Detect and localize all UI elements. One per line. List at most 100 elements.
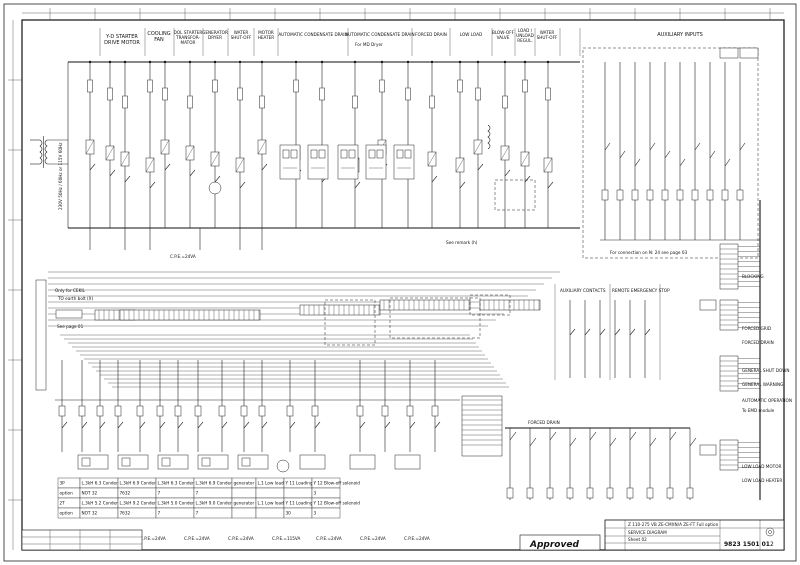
aux-input-terminal: [646, 189, 654, 201]
terminal-strip: [299, 304, 381, 316]
forced-drain-coil: [526, 487, 534, 499]
switch-contact: [124, 175, 131, 183]
junction-dot: [108, 60, 112, 64]
terminal: [240, 405, 248, 417]
solenoid-coil: [241, 457, 251, 467]
table-cell: [311, 487, 341, 499]
terminal: [194, 405, 202, 417]
aux-input-contact: [619, 150, 626, 159]
table-cell-text: 7: [158, 491, 161, 496]
pcb-module: [461, 395, 503, 457]
coil-diagonal: [473, 139, 483, 155]
switch-contact: [431, 175, 438, 183]
table-cell-text: option: [60, 511, 74, 516]
junction-dot: [213, 60, 217, 64]
junction-dot: [406, 60, 410, 64]
aux-input-terminal: [736, 189, 744, 201]
terminal: [311, 405, 319, 417]
fuse: [212, 79, 218, 93]
aux-contact: [584, 328, 591, 336]
column-headers: Y-D STARTER DRIVE MOTOR COOLING FAN DOL …: [104, 28, 703, 47]
aux-input-contact: [634, 158, 641, 167]
coil-diagonal: [543, 157, 553, 173]
fuse: [107, 87, 113, 101]
contact: [221, 421, 228, 429]
aux-input-contact: [709, 150, 716, 159]
contact: [139, 421, 146, 429]
aux-input-terminal: [601, 189, 609, 201]
option-box: [389, 297, 481, 339]
drain-led: [396, 149, 404, 159]
contact: [99, 421, 106, 429]
hdr-motorheater-2: HEATER: [258, 35, 275, 40]
terminal: [258, 405, 266, 417]
contact: [384, 421, 391, 429]
table-cell-text: Y 12 Blow-off solenoid: [313, 481, 361, 486]
lbl-to-emd: To EMD module: [741, 408, 775, 413]
coil-diagonal: [257, 139, 267, 155]
aux-input-contact: [649, 142, 656, 151]
cpe-upper: C.P.E.=24VA: [170, 254, 196, 259]
tb-sheet: Sheet 02: [628, 537, 647, 542]
fuse: [379, 79, 385, 93]
fuse: [319, 87, 325, 101]
coil-diagonal: [120, 151, 130, 167]
wiring-harness: [48, 271, 651, 388]
forced-drain-coil: [606, 487, 614, 499]
outer-frame: [3, 3, 797, 562]
contact: [434, 421, 441, 429]
hdr-water2-1: WATER: [540, 30, 555, 35]
coil-diagonal: [235, 157, 245, 173]
table-cell-text: generator dryer: [234, 481, 267, 486]
option-box: [469, 294, 511, 316]
terminal: [356, 405, 364, 417]
hdr-coolingfan-2: FAN: [154, 37, 164, 43]
lbl-gen-shut-down: GENERAL SHUT DOWN: [742, 368, 790, 373]
tb-doc-number: 9823 1501 01: [724, 541, 770, 548]
switch-contact: [149, 181, 156, 189]
table-cell: [255, 507, 285, 519]
table-cell-text: 7632: [120, 511, 131, 516]
table-cell: [255, 487, 285, 499]
drain-led: [368, 149, 376, 159]
table-cell-text: Y 11 Loading solenoid: [285, 501, 332, 506]
forced-drain-contact: [669, 431, 677, 441]
generator-symbol: [276, 459, 290, 473]
terminal: [218, 405, 226, 417]
contact: [81, 421, 88, 429]
cpe-label: C.P.E.=24VA: [140, 536, 166, 541]
aux-contacts-label: AUXILIARY CONTACTS: [560, 288, 606, 293]
switch-contact: [164, 163, 171, 171]
table-cell-text: NOT 32: [82, 491, 98, 496]
tb-title: Z 110-275 VB ZE-CMXN/A ZE-FT Full option: [628, 522, 719, 527]
terminal-row-upper: C.P.E.=24VA See remark (h): [89, 228, 478, 259]
terminal: [78, 405, 86, 417]
table-cell-text: 7632: [120, 491, 131, 496]
table-cell: [311, 507, 341, 519]
hdr-md-dryer: For MD Dryer: [355, 42, 383, 47]
table-cell-text: L.3kH 5.0 Condensate d: [158, 501, 209, 506]
table-cell-text: 7: [196, 491, 199, 496]
contact: [243, 421, 250, 429]
earth-note: Only for CEKIL TO earth bolt (X) See pag…: [35, 279, 94, 391]
hdr-dol-2: TRANSFOR-: [175, 35, 200, 40]
table-cell-text: L.1 Low load dryer sol: [258, 481, 304, 486]
forced-drain-coil: [506, 487, 514, 499]
coil-diagonal: [85, 139, 95, 155]
cpe-label: C.P.E.=24VA: [316, 536, 342, 541]
aux-contact: [569, 328, 576, 336]
aux-input-terminal: [706, 189, 714, 201]
fuse: [352, 95, 358, 109]
cpe-label: C.P.E.=24VA: [184, 536, 210, 541]
header-dividers: [99, 28, 581, 56]
aux-input-terminal: [691, 189, 699, 201]
junction-dot: [503, 60, 507, 64]
junction-dot: [546, 60, 550, 64]
aux-input-contact: [739, 142, 746, 151]
hdr-dol-3: MATOR: [181, 40, 196, 45]
table-cell-text: 2T: [60, 501, 66, 506]
see-remark: See remark (h): [446, 240, 478, 245]
only-for: Only for CEKIL: [55, 288, 86, 293]
aux-input-terminal: [616, 189, 624, 201]
